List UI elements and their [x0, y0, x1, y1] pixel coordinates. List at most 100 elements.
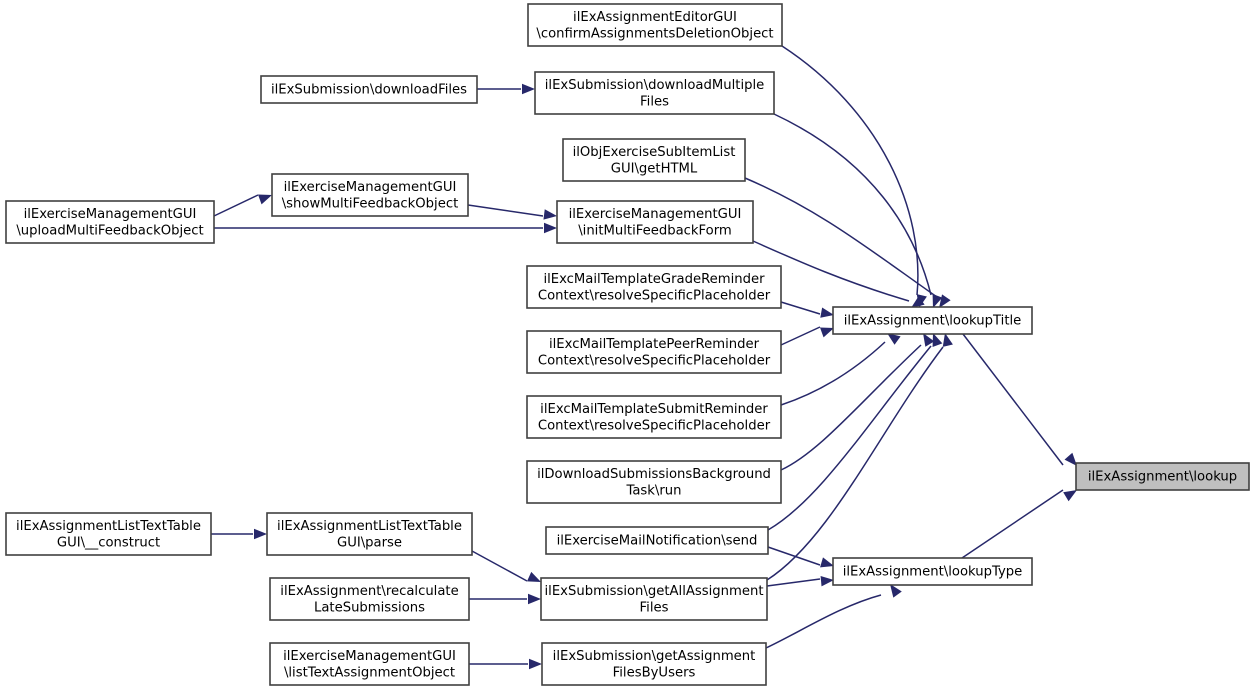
node-box[interactable] — [832, 557, 1033, 586]
node-box[interactable] — [266, 512, 473, 556]
graph-node[interactable]: ilExSubmission\downloadFiles — [260, 75, 478, 104]
call-edge — [780, 344, 922, 471]
call-edge — [471, 550, 528, 582]
node-box[interactable] — [5, 200, 215, 244]
call-edge — [962, 333, 1064, 466]
graph-node[interactable]: ilExerciseManagementGUI\initMultiFeedbac… — [556, 200, 754, 244]
call-edge — [767, 546, 821, 566]
graph-node[interactable]: ilExcMailTemplateGradeReminderContext\re… — [526, 265, 782, 309]
graph-node[interactable]: ilExAssignment\recalculateLateSubmission… — [269, 577, 470, 621]
arrowhead-icon — [258, 194, 272, 205]
arrowhead-icon — [543, 209, 557, 220]
node-box[interactable] — [526, 395, 782, 439]
graph-node[interactable]: ilExAssignmentEditorGUI\confirmAssignmen… — [527, 3, 783, 47]
node-label: FilesByUsers — [613, 665, 696, 680]
node-label: Context\resolveSpecificPlaceholder — [538, 418, 771, 433]
call-edge — [766, 578, 821, 587]
arrowhead-icon — [820, 307, 834, 318]
graph-node[interactable]: ilExAssignmentListTextTableGUI\__constru… — [5, 512, 212, 556]
node-box[interactable] — [534, 71, 775, 115]
node-label: ilExSubmission\getAssignment — [553, 649, 756, 664]
node-label: ilExAssignment\lookupTitle — [844, 314, 1022, 329]
arrowhead-icon — [820, 327, 834, 338]
arrowhead-icon — [544, 222, 557, 234]
node-label: Files — [640, 94, 669, 109]
node-box[interactable] — [260, 75, 478, 104]
arrowhead-icon — [1064, 452, 1077, 466]
node-box[interactable] — [540, 577, 768, 621]
node-label: ilExerciseManagementGUI — [283, 649, 456, 664]
call-edge — [213, 194, 259, 217]
graph-node[interactable]: ilExcMailTemplateSubmitReminderContext\r… — [526, 395, 782, 439]
node-label: ilExAssignment\recalculate — [280, 584, 458, 599]
call-edge — [780, 326, 821, 346]
graph-node[interactable]: ilExAssignment\lookupType — [832, 557, 1033, 586]
graph-node[interactable]: ilExcMailTemplatePeerReminderContext\res… — [526, 330, 782, 374]
arrowhead-icon — [932, 333, 943, 347]
graph-node[interactable]: ilExerciseManagementGUI\showMultiFeedbac… — [271, 173, 469, 217]
node-label: Files — [640, 600, 669, 615]
call-edge — [744, 177, 938, 298]
arrowhead-icon — [1063, 490, 1077, 502]
node-label: ilExAssignment\lookup — [1088, 470, 1237, 485]
arrowhead-icon — [528, 593, 541, 605]
arrowhead-icon — [527, 571, 541, 582]
arrowhead-icon — [820, 576, 834, 587]
node-box[interactable] — [269, 642, 470, 686]
arrowhead-icon — [911, 296, 925, 308]
node-label: ilExerciseManagementGUI — [284, 180, 457, 195]
node-label: ilExcMailTemplateGradeReminder — [543, 272, 765, 287]
graph-node[interactable]: ilExerciseManagementGUI\listTextAssignme… — [269, 642, 470, 686]
node-box[interactable] — [271, 173, 469, 217]
graph-node[interactable]: ilExerciseMailNotification\send — [545, 526, 769, 555]
node-label: ilExSubmission\getAllAssignment — [545, 584, 764, 599]
node-box[interactable] — [562, 138, 746, 182]
call-edge — [766, 346, 944, 581]
call-edge — [773, 113, 932, 296]
call-edge — [961, 489, 1064, 559]
node-box[interactable] — [526, 330, 782, 374]
node-box[interactable] — [541, 642, 767, 686]
node-label: \uploadMultiFeedbackObject — [16, 223, 203, 238]
node-label: Context\resolveSpecificPlaceholder — [538, 353, 771, 368]
node-box[interactable] — [832, 306, 1033, 335]
node-box[interactable] — [5, 512, 212, 556]
node-label: Context\resolveSpecificPlaceholder — [538, 288, 771, 303]
call-edge — [781, 45, 919, 296]
arrowhead-icon — [887, 333, 901, 345]
node-label: ilExAssignment\lookupType — [843, 565, 1023, 580]
node-label: ilExSubmission\downloadMultiple — [545, 78, 765, 93]
node-label: \initMultiFeedbackForm — [578, 223, 732, 238]
node-box[interactable] — [545, 526, 769, 555]
node-box[interactable] — [526, 265, 782, 309]
node-label: ilExerciseManagementGUI — [569, 207, 742, 222]
node-label: ilExerciseMailNotification\send — [557, 534, 758, 549]
node-box[interactable] — [1075, 462, 1250, 491]
graph-node[interactable]: ilExerciseManagementGUI\uploadMultiFeedb… — [5, 200, 215, 244]
node-box[interactable] — [556, 200, 754, 244]
node-label: \showMultiFeedbackObject — [282, 196, 459, 211]
node-box[interactable] — [526, 460, 782, 504]
call-edge — [767, 345, 932, 531]
node-box[interactable] — [269, 577, 470, 621]
node-label: ilExSubmission\downloadFiles — [271, 83, 467, 98]
node-label: \listTextAssignmentObject — [284, 665, 455, 680]
node-label: ilObjExerciseSubItemList — [573, 145, 736, 160]
node-label: \confirmAssignmentsDeletionObject — [536, 26, 773, 41]
node-label: ilExerciseManagementGUI — [24, 207, 197, 222]
graph-node[interactable]: ilExAssignment\lookup — [1075, 462, 1250, 491]
arrowhead-icon — [932, 294, 943, 308]
edge-layer — [211, 45, 1077, 670]
graph-node[interactable]: ilExAssignment\lookupTitle — [832, 306, 1033, 335]
arrowhead-icon — [942, 333, 953, 347]
node-box[interactable] — [527, 3, 783, 47]
call-edge — [780, 341, 886, 406]
